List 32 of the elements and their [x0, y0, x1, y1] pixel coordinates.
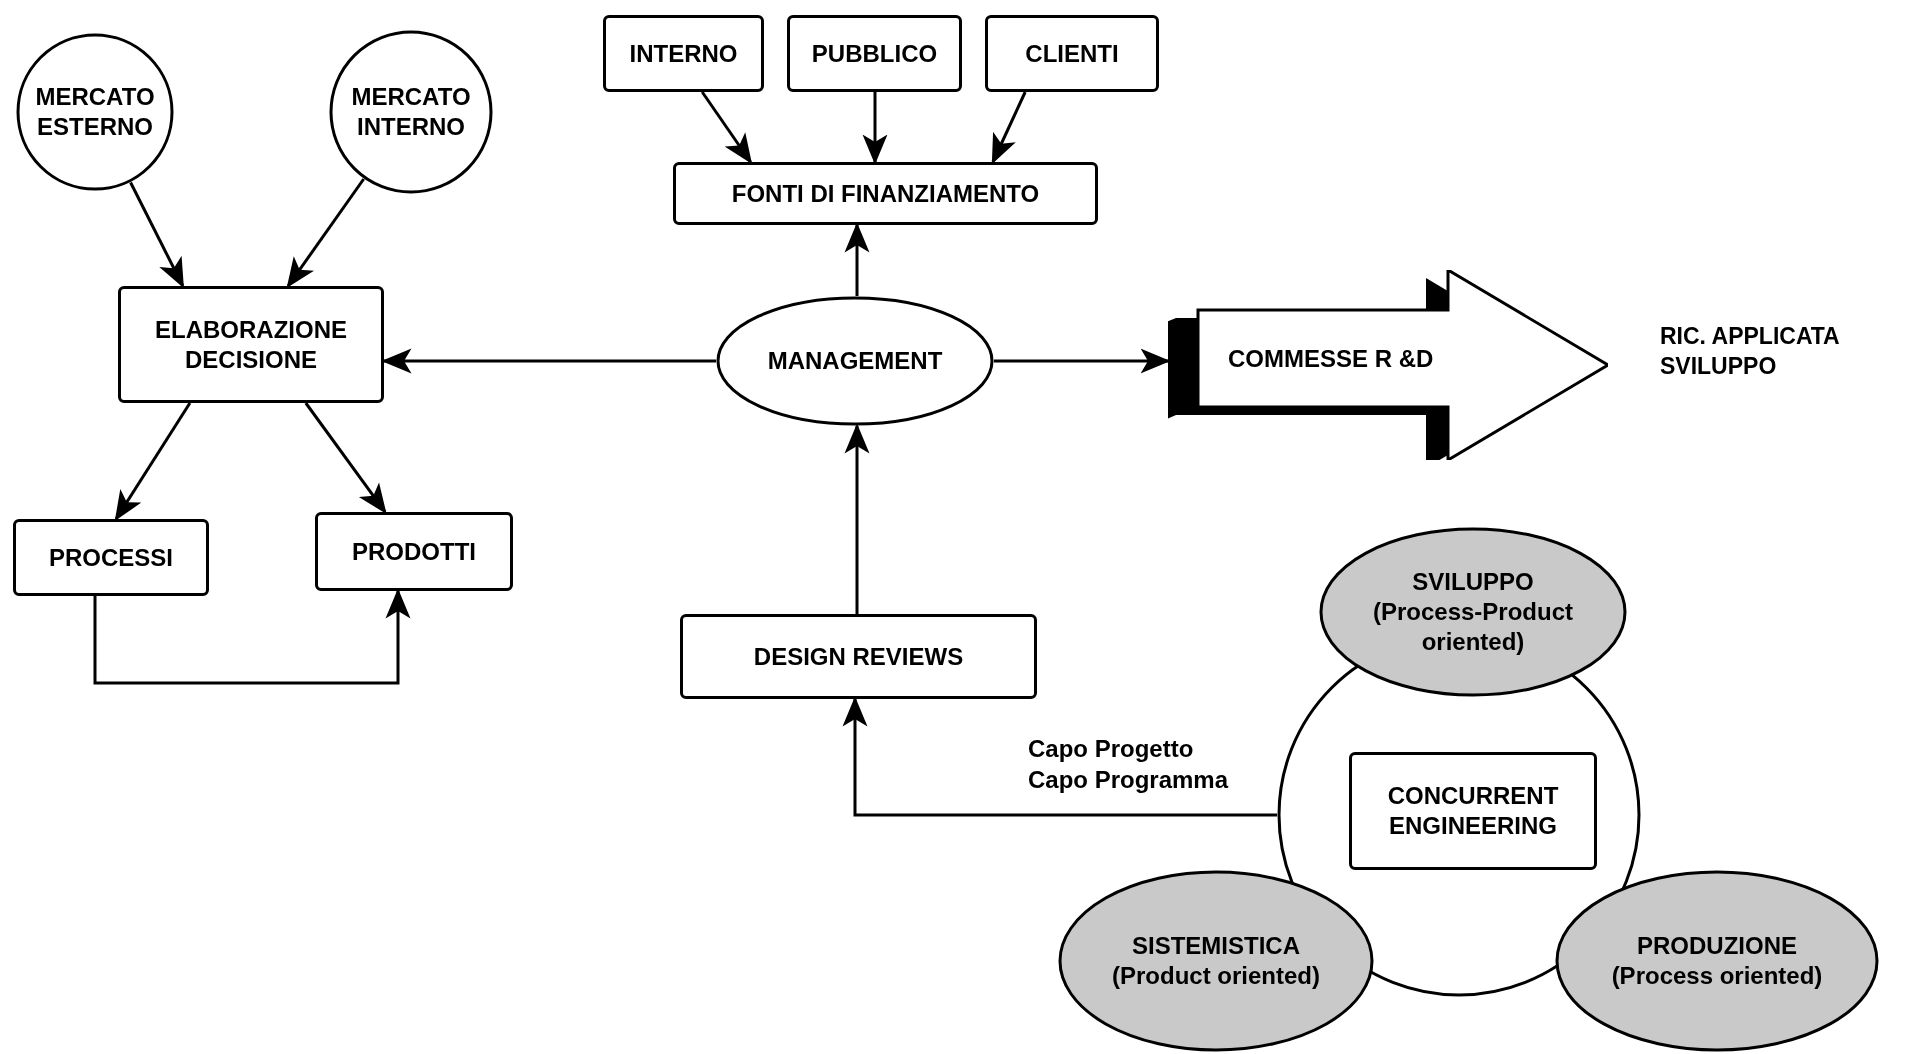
arrow — [844, 423, 870, 614]
process-box — [603, 15, 764, 92]
process-box — [680, 614, 1037, 699]
node-label: COMMESSE R &D — [1228, 343, 1434, 374]
node-label: SISTEMISTICA — [1132, 931, 1300, 961]
process-box — [1349, 752, 1597, 870]
node-label: PRODOTTI — [352, 536, 476, 567]
process-box — [118, 286, 384, 403]
arrow — [304, 402, 387, 514]
process-box — [315, 512, 513, 591]
node-sublabel: (Process oriented) — [1611, 961, 1823, 991]
node-label: PUBBLICO — [811, 38, 938, 69]
node-sublabel: (Process-Product oriented) — [1371, 597, 1575, 657]
node-label: FONTI DI FINANZIAMENTO — [731, 178, 1040, 209]
node-label: DESIGN REVIEWS — [753, 641, 964, 672]
node-label: MERCATO INTERNO — [351, 82, 471, 142]
text-label: RIC. APPLICATA SVILUPPO — [1660, 322, 1840, 381]
node-sublabel: (Product oriented) — [1112, 961, 1320, 991]
process-box — [13, 519, 209, 596]
node-label: INTERNO — [629, 38, 738, 69]
arrow — [994, 348, 1171, 374]
process-box — [787, 15, 962, 92]
node-label: CONCURRENT ENGINEERING — [1386, 781, 1560, 841]
process-box — [985, 15, 1159, 92]
node-label: PROCESSI — [49, 542, 173, 573]
node-label: MANAGEMENT — [767, 346, 943, 376]
node-label: CLIENTI — [1025, 38, 1119, 69]
process-box — [673, 162, 1098, 225]
node-label: PRODUZIONE — [1637, 931, 1797, 961]
node-label: MERCATO ESTERNO — [35, 82, 155, 142]
node-label: SVILUPPO — [1412, 567, 1534, 597]
node-label: ELABORAZIONE DECISIONE — [154, 314, 348, 375]
